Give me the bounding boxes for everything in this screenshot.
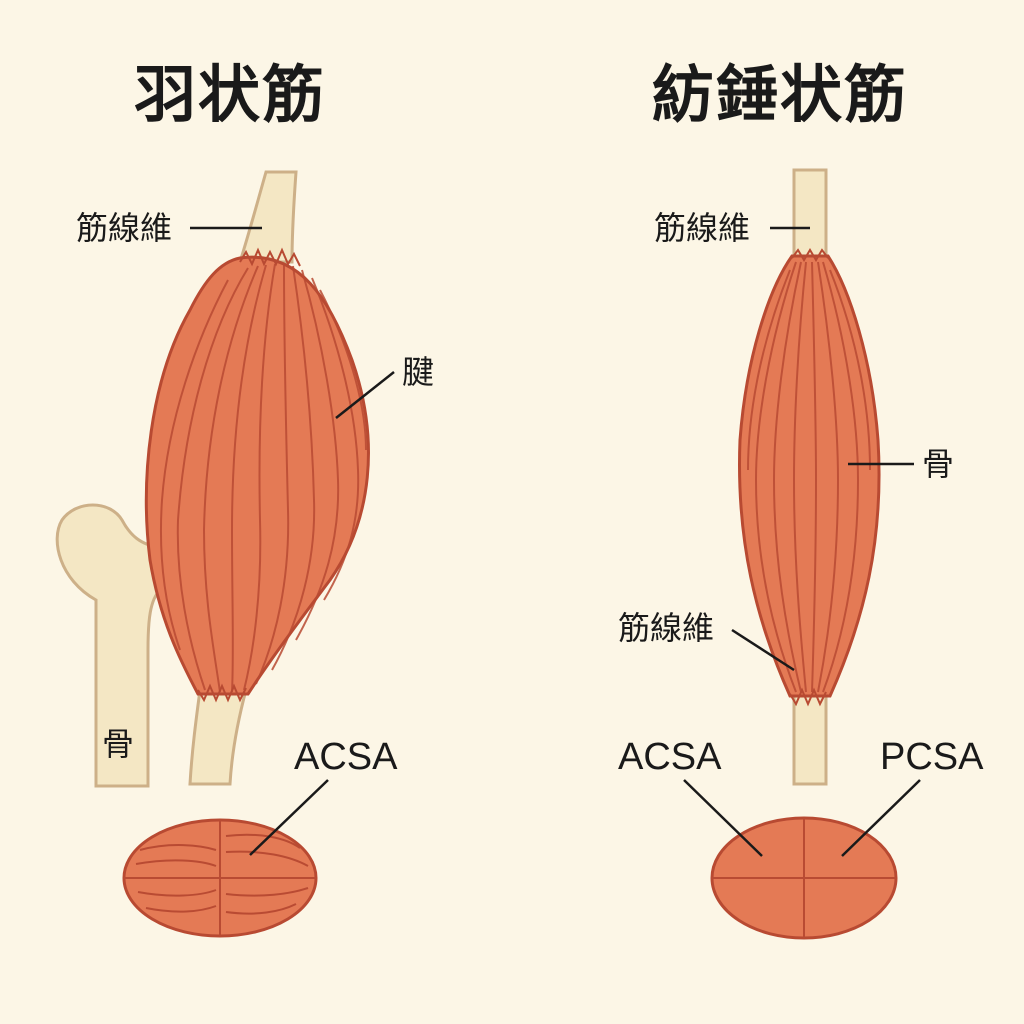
right-fiber-bottom-label: 筋線維 — [618, 609, 715, 647]
right-top-fringe — [791, 248, 829, 262]
left-fiber-label: 筋線維 — [76, 209, 173, 247]
left-tendon-label: 腱 — [402, 353, 435, 391]
right-top-tendon — [792, 168, 828, 262]
left-bottom-tendon — [188, 688, 248, 786]
left-cross-section-lines — [124, 820, 316, 936]
left-tendon-leader — [335, 371, 395, 419]
left-bottom-fringe — [197, 683, 247, 703]
right-muscle-belly — [738, 254, 881, 698]
left-title: 羽状筋 — [134, 58, 327, 131]
right-fiber-top-label: 筋線維 — [654, 209, 751, 247]
right-pcsa-label: PCSA — [880, 736, 984, 778]
right-bottom-tendon — [792, 690, 828, 786]
left-muscle-belly — [144, 255, 370, 696]
left-muscle-fibers — [159, 263, 367, 693]
right-fiber-bottom-leader — [731, 628, 795, 672]
left-bone — [55, 503, 164, 788]
right-muscle-fibers — [747, 261, 871, 693]
right-acsa-label: ACSA — [618, 736, 722, 778]
right-pcsa-leader — [841, 779, 921, 857]
right-bone-label: 骨 — [922, 445, 955, 483]
right-bottom-fringe — [789, 687, 827, 707]
right-acsa-leader — [683, 779, 763, 857]
left-acsa-leader — [249, 779, 329, 856]
left-bone-label: 骨 — [102, 725, 135, 763]
left-top-fringe — [239, 247, 301, 267]
left-acsa-label: ACSA — [294, 736, 398, 778]
left-top-tendon — [237, 170, 298, 264]
right-title: 紡錘状筋 — [652, 58, 909, 131]
